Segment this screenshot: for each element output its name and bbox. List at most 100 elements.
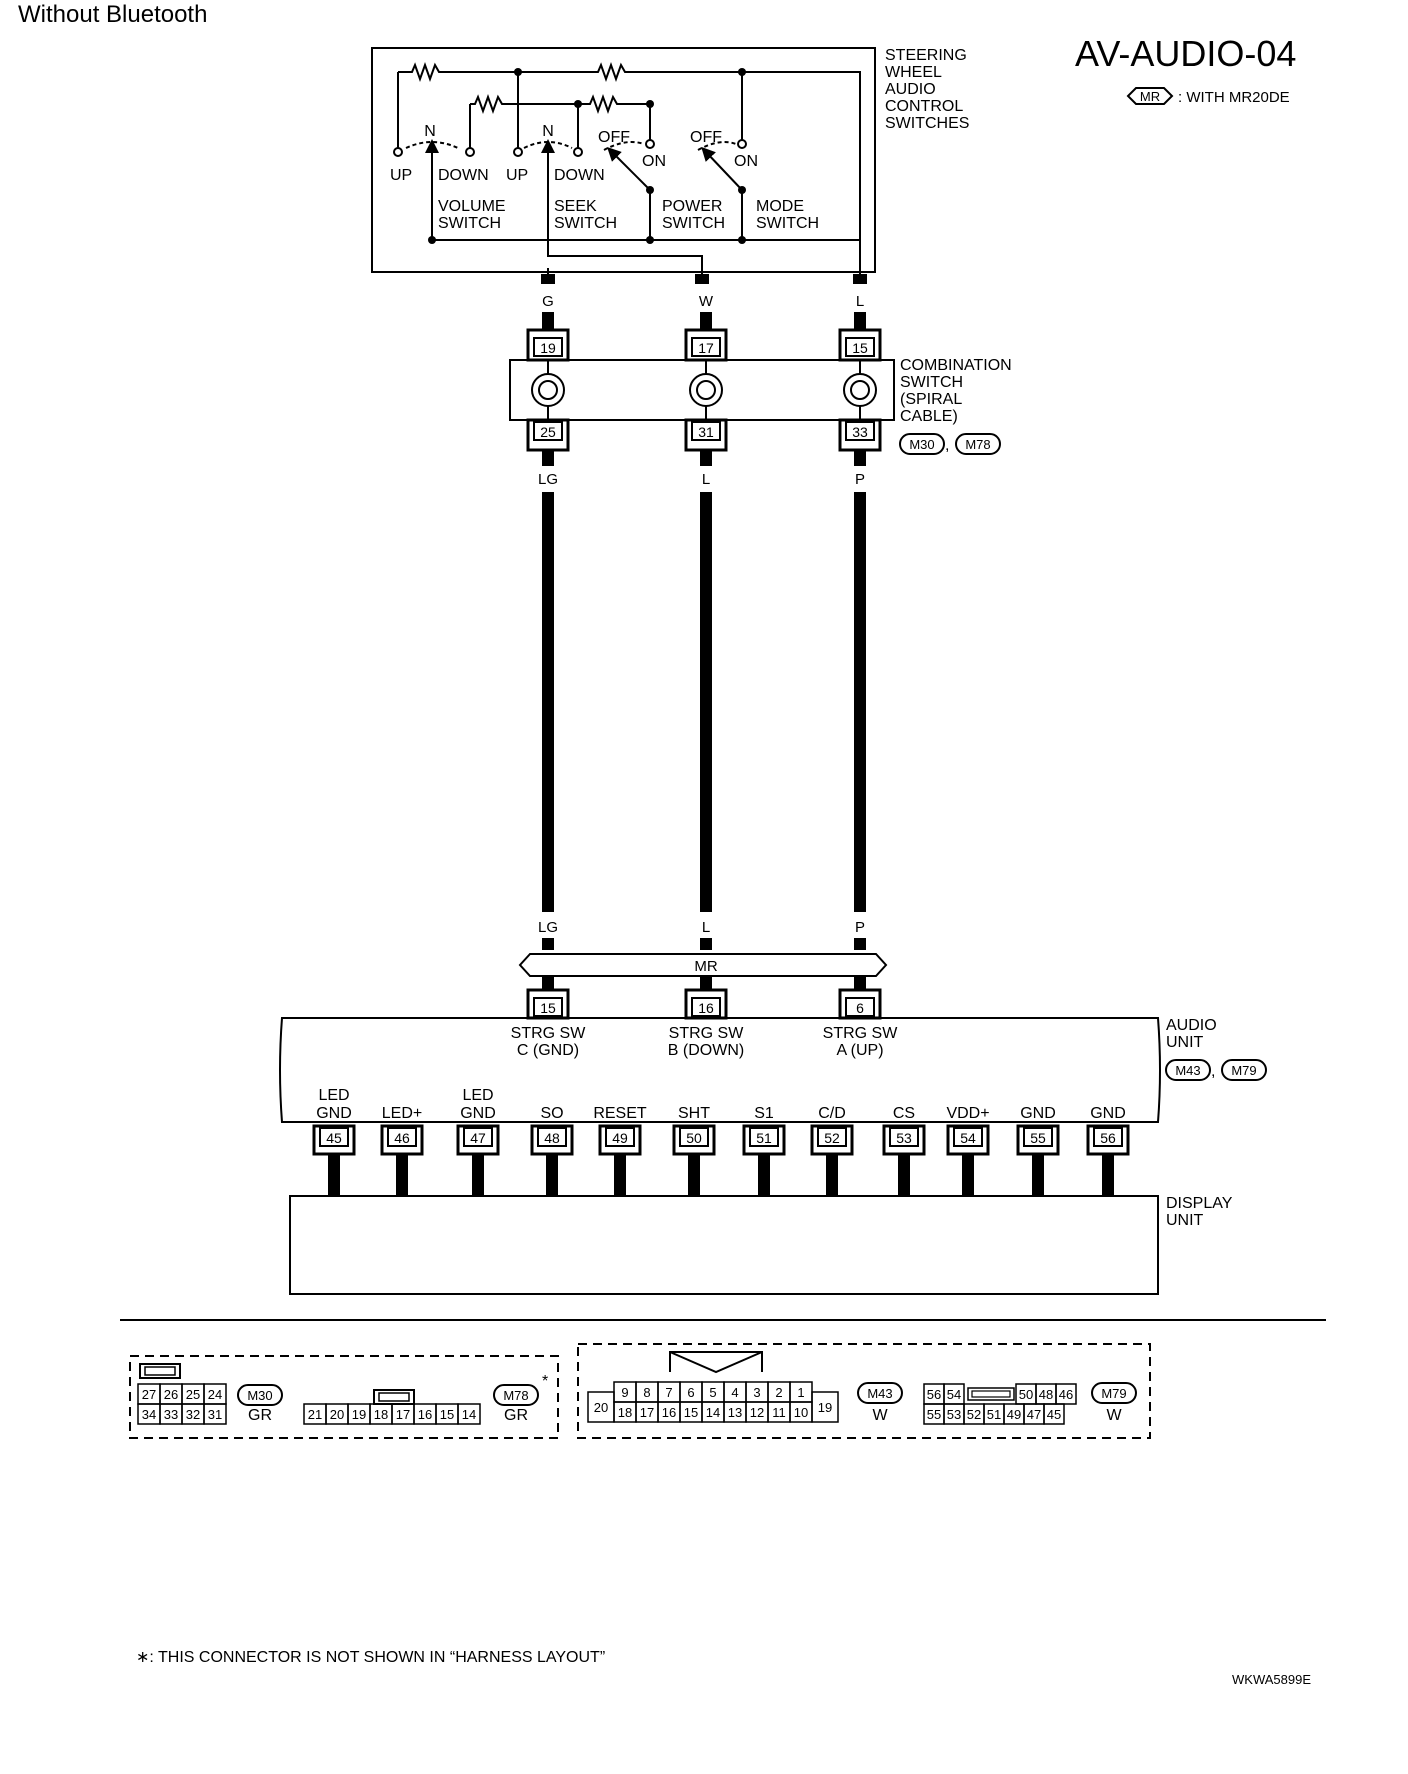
m30-badge bbox=[237, 1384, 283, 1406]
m43-hood bbox=[669, 1351, 763, 1374]
m78-badge bbox=[493, 1384, 539, 1406]
output-pin-number: 51 bbox=[756, 1130, 772, 1146]
volume-travel bbox=[405, 141, 459, 149]
m43-bottom-cell-label: 17 bbox=[640, 1405, 654, 1420]
output-wire bbox=[962, 1154, 974, 1196]
audio-unit: 15 16 6 STRG SW C (GND) STRG SW B (DOWN)… bbox=[279, 988, 1267, 1123]
spiral-3 bbox=[843, 360, 877, 420]
wire-color-lg-top: LG bbox=[538, 471, 558, 488]
m43-top-cell-label: 1 bbox=[797, 1385, 804, 1400]
stub-l bbox=[853, 274, 867, 284]
output-pin-number: 56 bbox=[1100, 1130, 1116, 1146]
svg-text:SWITCH: SWITCH bbox=[900, 374, 963, 391]
output-wire bbox=[1032, 1154, 1044, 1196]
upper-harness: G W L bbox=[541, 274, 867, 330]
output-label-line: LED+ bbox=[382, 1105, 422, 1122]
power-contact bbox=[607, 147, 651, 191]
display-unit-body bbox=[289, 1195, 1159, 1295]
m79-badge-label: M79 bbox=[1101, 1386, 1126, 1401]
spiral-1 bbox=[531, 360, 565, 420]
m30-latch-inner bbox=[144, 1366, 176, 1376]
m30-bottom-cell-label: 32 bbox=[186, 1407, 200, 1422]
m79-bottom-cell-label: 49 bbox=[1007, 1407, 1021, 1422]
seek-up-label: UP bbox=[506, 167, 528, 184]
m78-row-cell bbox=[457, 1403, 481, 1425]
wire-color-p-top: P bbox=[855, 471, 865, 488]
svg-text:19: 19 bbox=[540, 340, 556, 356]
m43-color: W bbox=[872, 1407, 888, 1424]
steering-switch-assembly bbox=[371, 47, 876, 282]
output-pin-number: 48 bbox=[544, 1130, 560, 1146]
wire-color-p-bottom: P bbox=[855, 919, 865, 936]
svg-text:31: 31 bbox=[698, 424, 714, 440]
m43-left-label: 20 bbox=[594, 1400, 608, 1415]
m30-top-cell-label: 25 bbox=[186, 1387, 200, 1402]
input-15-line2: C (GND) bbox=[517, 1042, 579, 1059]
m78-row-cell-label: 19 bbox=[352, 1407, 366, 1422]
svg-text:,: , bbox=[1211, 1063, 1215, 1080]
combination-switch-body bbox=[509, 359, 895, 421]
m43-top-cell-label: 2 bbox=[775, 1385, 782, 1400]
power-on-label: ON bbox=[642, 153, 666, 170]
output-pin-box bbox=[749, 1127, 779, 1147]
m78-row-cell-label: 17 bbox=[396, 1407, 410, 1422]
m78-mark: * bbox=[542, 1373, 548, 1390]
mode-name-2: SWITCH bbox=[756, 215, 819, 232]
seek-name-2: SWITCH bbox=[554, 215, 617, 232]
svg-text:33: 33 bbox=[852, 424, 868, 440]
svg-text:M30: M30 bbox=[909, 437, 934, 452]
svg-text:M43: M43 bbox=[1175, 1063, 1200, 1078]
m79-bottom-cell-label: 45 bbox=[1047, 1407, 1061, 1422]
m43-top-cell-label: 5 bbox=[709, 1385, 716, 1400]
mr-label: MR bbox=[694, 958, 717, 975]
m43-top-cell-label: 6 bbox=[687, 1385, 694, 1400]
svg-text:6: 6 bbox=[856, 1000, 864, 1016]
connector-group-right bbox=[577, 1343, 1151, 1439]
input-6-line1: STRG SW bbox=[823, 1025, 899, 1042]
output-wire bbox=[614, 1154, 626, 1196]
output-wire bbox=[688, 1154, 700, 1196]
mode-contact bbox=[701, 146, 743, 191]
steering-switch-box bbox=[371, 47, 876, 273]
output-pin-box bbox=[1023, 1127, 1053, 1147]
m78-row-cell-label: 21 bbox=[308, 1407, 322, 1422]
m30-bottom-cell-label: 34 bbox=[142, 1407, 156, 1422]
svg-text:(SPIRAL: (SPIRAL bbox=[900, 391, 962, 408]
diagram-id: AV-AUDIO-04 bbox=[1075, 33, 1296, 74]
m43-right-label: 19 bbox=[818, 1400, 832, 1415]
output-wire bbox=[758, 1154, 770, 1196]
output-label-line: LED bbox=[318, 1087, 349, 1104]
output-pin-number: 45 bbox=[326, 1130, 342, 1146]
m30-bottom-cell-label: 33 bbox=[164, 1407, 178, 1422]
m79-badge bbox=[1091, 1382, 1137, 1404]
m78-badge-label: M78 bbox=[503, 1388, 528, 1403]
m79-bottom-cell-label: 51 bbox=[987, 1407, 1001, 1422]
m43-badge-label: M43 bbox=[867, 1386, 892, 1401]
m79-topleft-cell-label: 56 bbox=[927, 1387, 941, 1402]
figure-code: WKWA5899E bbox=[1232, 1672, 1311, 1687]
wire-color-l-top: L bbox=[702, 471, 710, 488]
resistor-r4 bbox=[578, 94, 650, 114]
output-pin-box bbox=[319, 1127, 349, 1147]
seek-travel bbox=[523, 141, 573, 149]
output-label-line: SHT bbox=[678, 1105, 710, 1122]
seek-common bbox=[547, 182, 703, 282]
wire-p bbox=[854, 492, 866, 912]
m78-color: GR bbox=[504, 1407, 528, 1424]
m79-bottom-cell-label: 55 bbox=[927, 1407, 941, 1422]
output-wire bbox=[1102, 1154, 1114, 1196]
spiral-2 bbox=[689, 360, 723, 420]
legend-badge-text: MR bbox=[1140, 89, 1160, 104]
volume-name-1: VOLUME bbox=[438, 198, 506, 215]
m79-topright-cell-label: 50 bbox=[1019, 1387, 1033, 1402]
power-name-2: SWITCH bbox=[662, 215, 725, 232]
svg-text:25: 25 bbox=[540, 424, 556, 440]
output-pin-box bbox=[889, 1127, 919, 1147]
output-pin-number: 47 bbox=[470, 1130, 486, 1146]
output-pin-54: VDD+54 bbox=[946, 1105, 990, 1196]
